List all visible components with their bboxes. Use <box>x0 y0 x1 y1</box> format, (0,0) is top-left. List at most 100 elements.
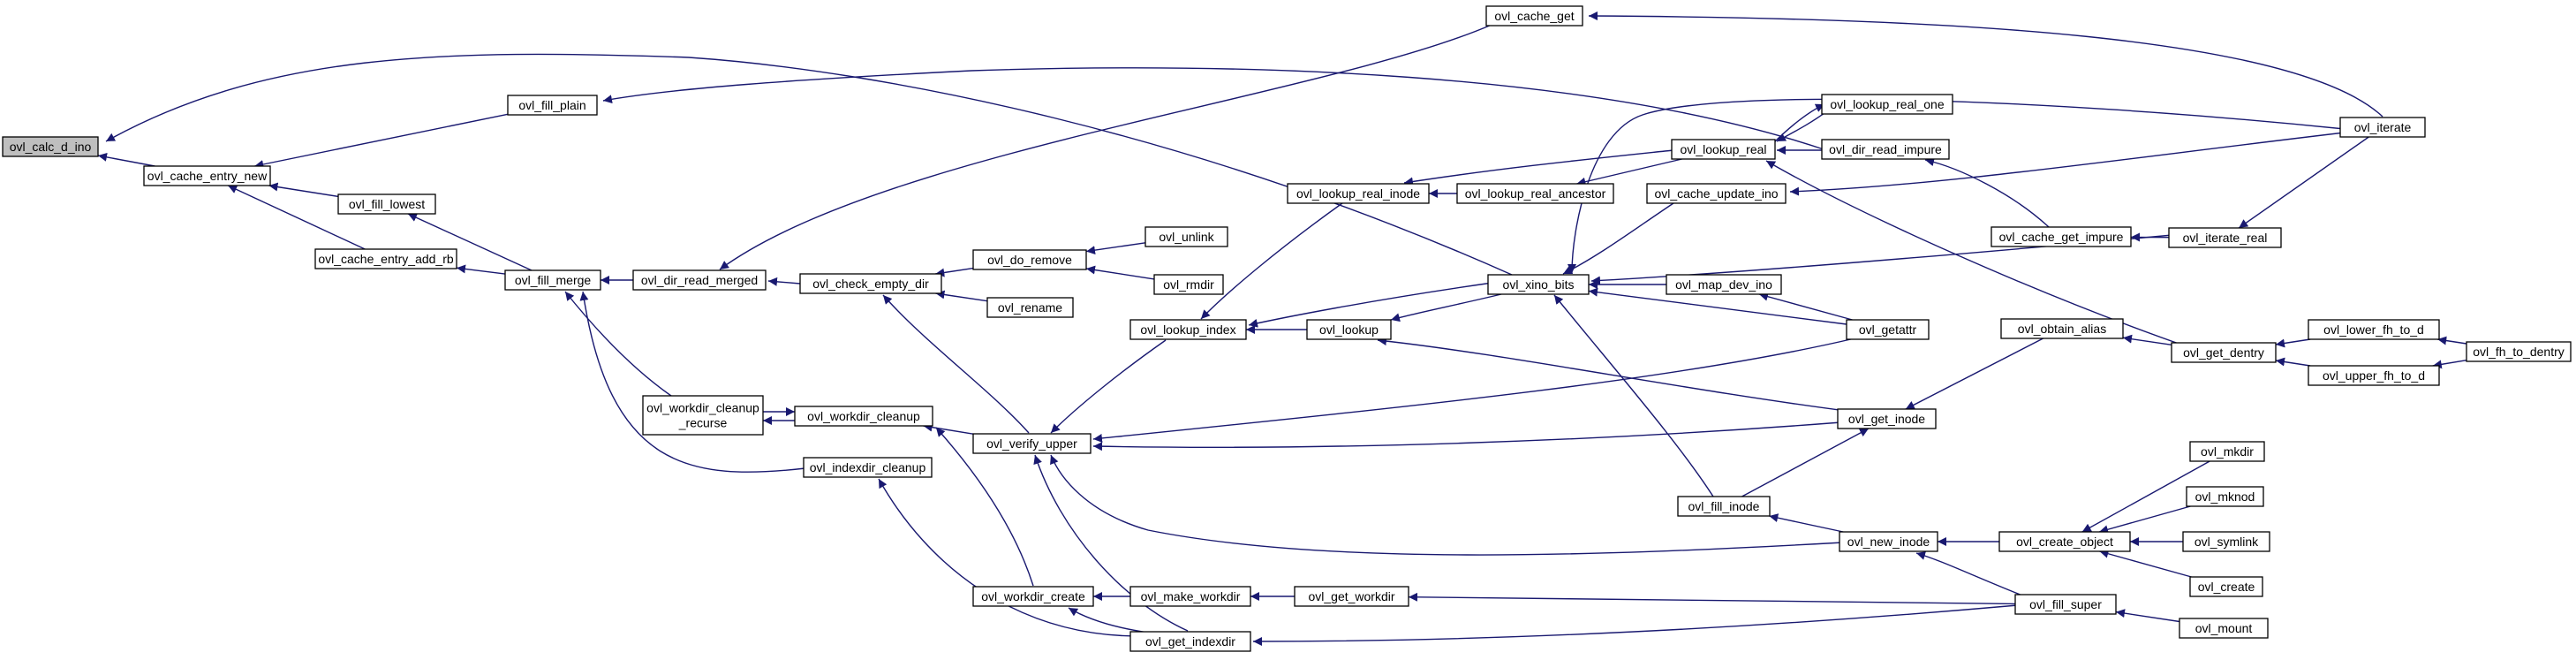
call-edge-lookup-real-to-lookup-real-inode <box>1403 149 1674 186</box>
node-box <box>1846 319 1930 340</box>
node-mknod[interactable]: ovl_mknod <box>2186 486 2264 507</box>
node-label: ovl_unlink <box>1159 230 1214 244</box>
node-lookup[interactable]: ovl_lookup <box>1306 319 1392 340</box>
node-fill-plain[interactable]: ovl_fill_plain <box>507 95 598 116</box>
node-mount[interactable]: ovl_mount <box>2179 618 2269 639</box>
node-do-remove[interactable]: ovl_do_remove <box>972 249 1087 270</box>
node-label: ovl_fill_merge <box>515 273 592 287</box>
call-edge-cache-get-impure-to-dir-read-impure <box>1924 157 2050 228</box>
node-box <box>794 406 933 427</box>
node-unlink[interactable]: ovl_unlink <box>1144 226 1228 247</box>
node-box <box>2179 618 2269 639</box>
call-edge-cache-get-to-dir-read-merged <box>719 24 1492 270</box>
node-upper-fh-to-d[interactable]: ovl_upper_fh_to_d <box>2308 365 2440 386</box>
node-box <box>799 273 942 294</box>
node-box <box>2308 319 2440 340</box>
node-label: ovl_calc_d_ino <box>10 140 92 154</box>
call-edge-rmdir-to-do-remove <box>1085 265 1155 280</box>
node-box <box>2308 365 2440 386</box>
node-label: ovl_fill_plain <box>518 98 585 112</box>
node-get-inode[interactable]: ovl_get_inode <box>1837 408 1937 429</box>
node-fill-merge[interactable]: ovl_fill_merge <box>504 269 601 291</box>
node-box <box>1294 586 1409 607</box>
node-lookup-real-one[interactable]: ovl_lookup_real_one <box>1821 94 1953 115</box>
node-label: ovl_iterate_real <box>2183 231 2268 245</box>
node-cache-get-impure[interactable]: ovl_cache_get_impure <box>1991 226 2132 247</box>
node-workdir-cleanup-recurse[interactable]: ovl_workdir_cleanup_recurse <box>642 395 764 436</box>
node-indexdir-cleanup[interactable]: ovl_indexdir_cleanup <box>803 457 933 478</box>
node-label: ovl_iterate <box>2354 120 2412 134</box>
node-get-indexdir[interactable]: ovl_get_indexdir <box>1129 631 1251 652</box>
node-xino-bits[interactable]: ovl_xino_bits <box>1487 274 1590 295</box>
node-box <box>972 586 1094 607</box>
node-box <box>972 433 1092 454</box>
node-fill-lowest[interactable]: ovl_fill_lowest <box>337 193 436 215</box>
node-check-empty-dir[interactable]: ovl_check_empty_dir <box>799 273 942 294</box>
node-mkdir[interactable]: ovl_mkdir <box>2189 441 2265 462</box>
call-edge-fill-merge-to-cache-entry-add-rb <box>456 264 506 275</box>
node-iterate-real[interactable]: ovl_iterate_real <box>2168 227 2282 248</box>
call-edge-fill-super-to-get-workdir <box>1408 592 2016 605</box>
node-lookup-real[interactable]: ovl_lookup_real <box>1671 139 1776 160</box>
node-label: ovl_getattr <box>1859 322 1917 337</box>
node-label: ovl_mkdir <box>2201 444 2254 459</box>
node-new-inode[interactable]: ovl_new_inode <box>1839 531 1938 552</box>
node-label: ovl_fill_inode <box>1688 499 1760 513</box>
node-rmdir[interactable]: ovl_rmdir <box>1153 274 1224 295</box>
call-edge-lookup-real-inode-to-lookup-index <box>1200 202 1343 320</box>
node-symlink[interactable]: ovl_symlink <box>2182 531 2270 552</box>
node-lookup-real-inode[interactable]: ovl_lookup_real_inode <box>1287 183 1430 204</box>
node-fill-super[interactable]: ovl_fill_super <box>2014 594 2117 615</box>
call-edge-workdir-cleanup-recurse-to-fill-merge <box>564 291 672 397</box>
call-edge-fill-plain-to-cache-entry-new <box>254 113 509 169</box>
node-dir-read-impure[interactable]: ovl_dir_read_impure <box>1821 139 1950 160</box>
call-edge-get-inode-to-verify-upper <box>1092 421 1842 451</box>
node-make-workdir[interactable]: ovl_make_workdir <box>1129 586 1251 607</box>
node-box <box>2189 576 2263 597</box>
node-create-object[interactable]: ovl_create_object <box>1998 531 2131 552</box>
node-box <box>337 193 436 215</box>
node-lookup-real-ancestor[interactable]: ovl_lookup_real_ancestor <box>1456 183 1614 204</box>
node-get-dentry[interactable]: ovl_get_dentry <box>2171 342 2277 363</box>
call-edge-lookup-real-to-lookup-real-ancestor <box>1576 158 1682 186</box>
call-edge-cache-entry-add-rb-to-cache-entry-new <box>227 185 366 250</box>
call-edge-fill-inode-to-get-inode <box>1741 428 1870 497</box>
node-label: ovl_xino_bits <box>1503 277 1575 292</box>
node-workdir-create[interactable]: ovl_workdir_create <box>972 586 1094 607</box>
node-lookup-index[interactable]: ovl_lookup_index <box>1129 319 1247 340</box>
call-edge-new-inode-to-fill-inode <box>1769 513 1844 533</box>
node-map-dev-ino[interactable]: ovl_map_dev_ino <box>1666 274 1782 295</box>
node-get-workdir[interactable]: ovl_get_workdir <box>1294 586 1409 607</box>
node-label: ovl_rename <box>998 300 1062 315</box>
node-obtain-alias[interactable]: ovl_obtain_alias <box>2000 318 2124 339</box>
node-create[interactable]: ovl_create <box>2189 576 2263 597</box>
node-cache-entry-add-rb[interactable]: ovl_cache_entry_add_rb <box>314 248 457 269</box>
node-label: ovl_get_workdir <box>1308 589 1394 603</box>
node-label: ovl_lookup_index <box>1140 322 1235 337</box>
node-cache-get[interactable]: ovl_cache_get <box>1485 5 1583 27</box>
node-dir-read-merged[interactable]: ovl_dir_read_merged <box>632 269 767 291</box>
node-box <box>986 297 1074 318</box>
node-rename[interactable]: ovl_rename <box>986 297 1074 318</box>
node-iterate[interactable]: ovl_iterate <box>2339 117 2426 138</box>
node-fill-inode[interactable]: ovl_fill_inode <box>1677 496 1771 517</box>
node-label: ovl_cache_update_ino <box>1654 186 1778 201</box>
call-edge-fill-super-to-get-indexdir <box>1252 604 2019 646</box>
node-box <box>1677 496 1771 517</box>
node-label: ovl_fh_to_dentry <box>2473 345 2565 359</box>
node-verify-upper[interactable]: ovl_verify_upper <box>972 433 1092 454</box>
call-edge-get-inode-to-lookup <box>1377 337 1847 412</box>
node-fh-to-dentry[interactable]: ovl_fh_to_dentry <box>2466 341 2572 362</box>
node-getattr[interactable]: ovl_getattr <box>1846 319 1930 340</box>
function-nodes: ovl_calc_d_ino ovl_cache_entry_new ovl_fil… <box>2 5 2572 652</box>
call-edge-fill-lowest-to-cache-entry-new <box>268 182 339 198</box>
node-cache-entry-new[interactable]: ovl_cache_entry_new <box>143 165 271 186</box>
node-cache-update-ino[interactable]: ovl_cache_update_ino <box>1646 183 1787 204</box>
node-box <box>1998 531 2131 552</box>
node-workdir-cleanup[interactable]: ovl_workdir_cleanup <box>794 406 933 427</box>
node-calc-d-ino[interactable]: ovl_calc_d_ino <box>2 136 99 157</box>
call-edge-get-dentry-to-obtain-alias <box>2122 334 2172 345</box>
node-label: ovl_do_remove <box>987 253 1072 267</box>
node-box <box>1837 408 1937 429</box>
node-lower-fh-to-d[interactable]: ovl_lower_fh_to_d <box>2308 319 2440 340</box>
